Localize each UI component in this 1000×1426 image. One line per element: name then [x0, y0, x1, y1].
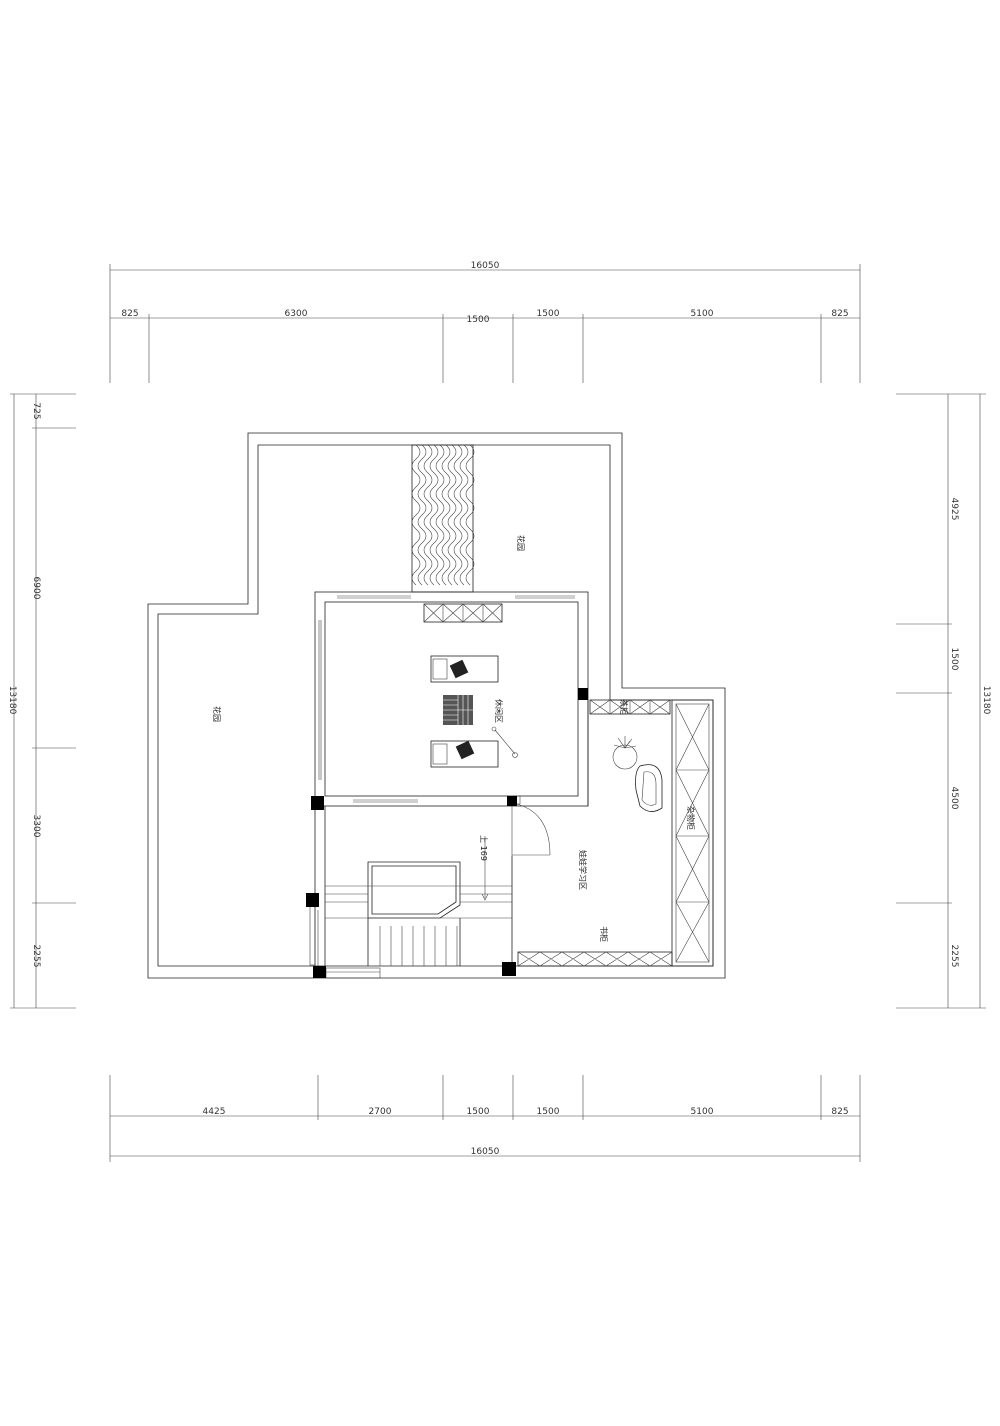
top-dim-5: 5100: [691, 309, 714, 319]
leisure-room: [314, 591, 589, 807]
study-room: [511, 699, 714, 967]
bottom-total-dim: 16050: [471, 1147, 500, 1157]
bottom-dim-6: 825: [831, 1107, 848, 1117]
left-dim-3: 3300: [31, 815, 41, 838]
left-dim-2: 6900: [31, 577, 41, 600]
garden-left-label: 花园: [212, 706, 222, 722]
room-labels: 花园 花园 休闲区 娃娃学习区 书柜 杂物柜 茶柜: [212, 535, 696, 942]
top-dim-4: 1500: [537, 309, 560, 319]
storage-cabinet-label: 杂物柜: [686, 806, 696, 830]
right-total-dim: 13180: [981, 686, 991, 715]
stair-mark: 上 169: [479, 835, 488, 861]
tea-cabinet-label: 茶柜: [619, 699, 629, 715]
bottom-dim-5: 5100: [691, 1107, 714, 1117]
study-area-label: 娃娃学习区: [578, 850, 588, 890]
right-dim-3: 4500: [949, 787, 959, 810]
top-dim-1: 825: [121, 309, 138, 319]
bottom-dimensions: 4425 2700 1500 1500 5100 825 16050: [109, 1075, 861, 1162]
bookcase-label: 书柜: [599, 926, 609, 942]
right-dimensions: 13180 4925 1500 4500 2255: [896, 393, 991, 1009]
left-dimensions: 13180 725 6900 3300 2255: [7, 393, 76, 1009]
left-dim-4: 2255: [31, 945, 41, 968]
bottom-dim-1: 4425: [203, 1107, 226, 1117]
top-total-dim: 16050: [471, 261, 500, 271]
right-dim-1: 4925: [949, 498, 959, 521]
bottom-dim-2: 2700: [369, 1107, 392, 1117]
top-dim-6: 825: [831, 309, 848, 319]
leisure-area-label: 休闲区: [494, 699, 504, 723]
outer-walls: [147, 432, 726, 979]
left-total-dim: 13180: [7, 686, 17, 715]
right-dim-2: 1500: [949, 648, 959, 671]
garden-top-label: 花园: [516, 535, 526, 551]
columns: [306, 688, 588, 978]
stair-zone: 上 169: [309, 795, 551, 979]
top-dimensions: 16050 825 6300 1500 1500 5100 825: [109, 261, 861, 383]
right-dim-4: 2255: [949, 945, 959, 968]
left-dim-1: 725: [31, 402, 41, 419]
top-dim-3: 1500: [467, 315, 490, 325]
bottom-dim-3: 1500: [467, 1107, 490, 1117]
top-dim-2: 6300: [285, 309, 308, 319]
bottom-dim-4: 1500: [537, 1107, 560, 1117]
wave-paving: [411, 444, 475, 593]
